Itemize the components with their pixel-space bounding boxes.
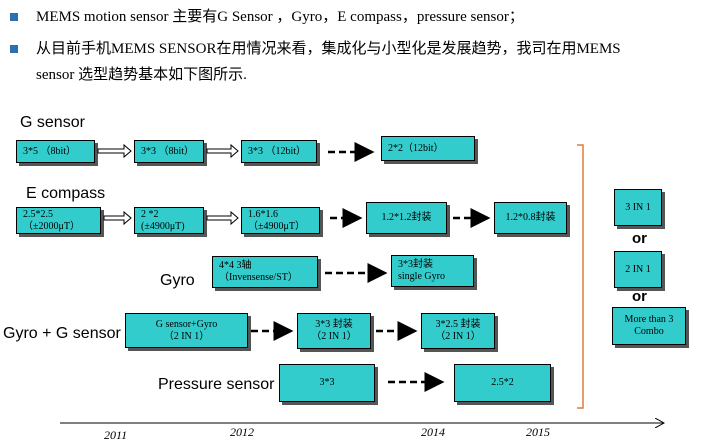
combo-box-3-in-1: 3 IN 1: [614, 189, 662, 226]
gyro-box-1: 4*4 3轴 （Invensense/ST）: [212, 256, 318, 288]
bullet-square-icon: [10, 45, 18, 53]
bullet-text-1: MEMS motion sensor 主要有G Sensor ，Gyro，E c…: [36, 9, 524, 25]
combo-box-more-than-3: More than 3 Combo: [612, 307, 686, 345]
year-label-2015: 2015: [526, 425, 550, 439]
gyro-g-box-2: 3*3 封装 （2 IN 1）: [297, 313, 371, 349]
g-sensor-box-4: 2*2（12bit）: [381, 136, 475, 161]
e-compass-box-2: 2 *2 (±4900μT): [134, 207, 204, 234]
row-label-gyro: Gyro: [160, 272, 195, 289]
bullet-item-1: MEMS motion sensor 主要有G Sensor ，Gyro，E c…: [10, 6, 690, 28]
row-label-g-sensor: G sensor: [20, 114, 85, 131]
hollow-arrow-icon: [97, 143, 132, 159]
hollow-arrow-icon: [206, 143, 239, 159]
e-compass-box-1: 2.5*2.5 （±2000μT）: [16, 207, 101, 234]
pressure-box-1: 3*3: [279, 364, 375, 402]
row-label-gyro-g-sensor: Gyro + G sensor: [3, 325, 121, 342]
bullet-item-2: 从目前手机MEMS SENSOR在用情况来看，集成化与小型化是发展趋势，我司在用…: [10, 38, 690, 86]
gyro-g-box-1: G sensor+Gyro （2 IN 1）: [125, 313, 248, 348]
e-compass-box-4: 1.2*1.2封装: [366, 202, 447, 234]
gyro-box-2: 3*3封装 single Gyro: [391, 255, 474, 287]
row-label-pressure-sensor: Pressure sensor: [158, 376, 275, 393]
or-label-1: or: [632, 230, 647, 247]
year-label-2014: 2014: [421, 425, 445, 439]
g-sensor-box-3: 3*3 （12bit）: [241, 140, 317, 163]
g-sensor-box-1: 3*5 （8bit）: [16, 140, 95, 163]
combo-box-2-in-1: 2 IN 1: [614, 251, 662, 288]
row-label-e-compass: E compass: [26, 185, 106, 202]
gyro-g-box-3: 3*2.5 封装 （2 IN 1）: [421, 313, 495, 349]
pressure-box-2: 2.5*2: [454, 364, 551, 402]
g-sensor-box-2: 3*3 （8bit）: [134, 140, 204, 163]
group-bracket: [577, 144, 584, 409]
e-compass-box-3: 1.6*1.6 （±4900μT）: [241, 207, 320, 234]
bullet-square-icon: [10, 13, 18, 21]
hollow-arrow-icon: [206, 210, 239, 226]
bullet-text-2-line-2: sensor 选型趋势基本如下图所示.: [36, 67, 247, 83]
or-label-2: or: [632, 288, 647, 305]
year-label-2011: 2011: [104, 428, 128, 442]
e-compass-box-5: 1.2*0.8封装: [494, 202, 567, 234]
bullet-text-2-line-1: 从目前手机MEMS SENSOR在用情况来看，集成化与小型化是发展趋势，我司在用…: [36, 41, 621, 57]
year-label-2012: 2012: [230, 425, 254, 439]
hollow-arrow-icon: [103, 210, 132, 226]
